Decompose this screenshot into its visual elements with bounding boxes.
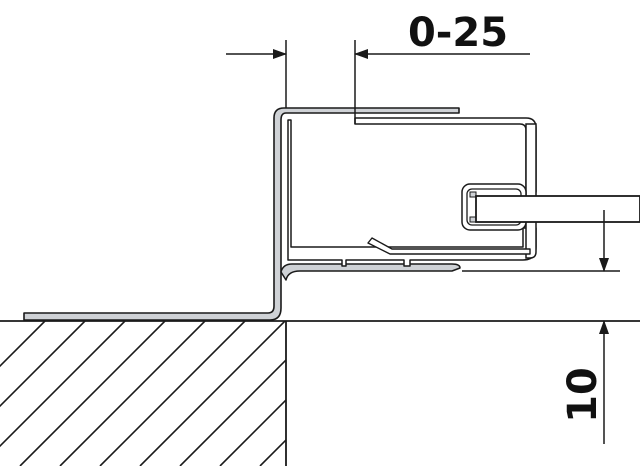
wall-profile <box>23 107 460 321</box>
gap-dimension <box>226 40 530 124</box>
wall-section <box>0 320 640 466</box>
offset-label: 10 <box>560 367 606 423</box>
spring-clip <box>367 237 531 255</box>
wall-profile-flange <box>280 263 461 281</box>
offset-dimension <box>462 210 620 444</box>
channel-profile-outer <box>354 117 537 193</box>
wall-hatching <box>0 321 286 466</box>
gap-range-label: 0-25 <box>408 10 508 56</box>
glass-panel <box>475 195 640 223</box>
channel-right-wall <box>525 123 537 259</box>
